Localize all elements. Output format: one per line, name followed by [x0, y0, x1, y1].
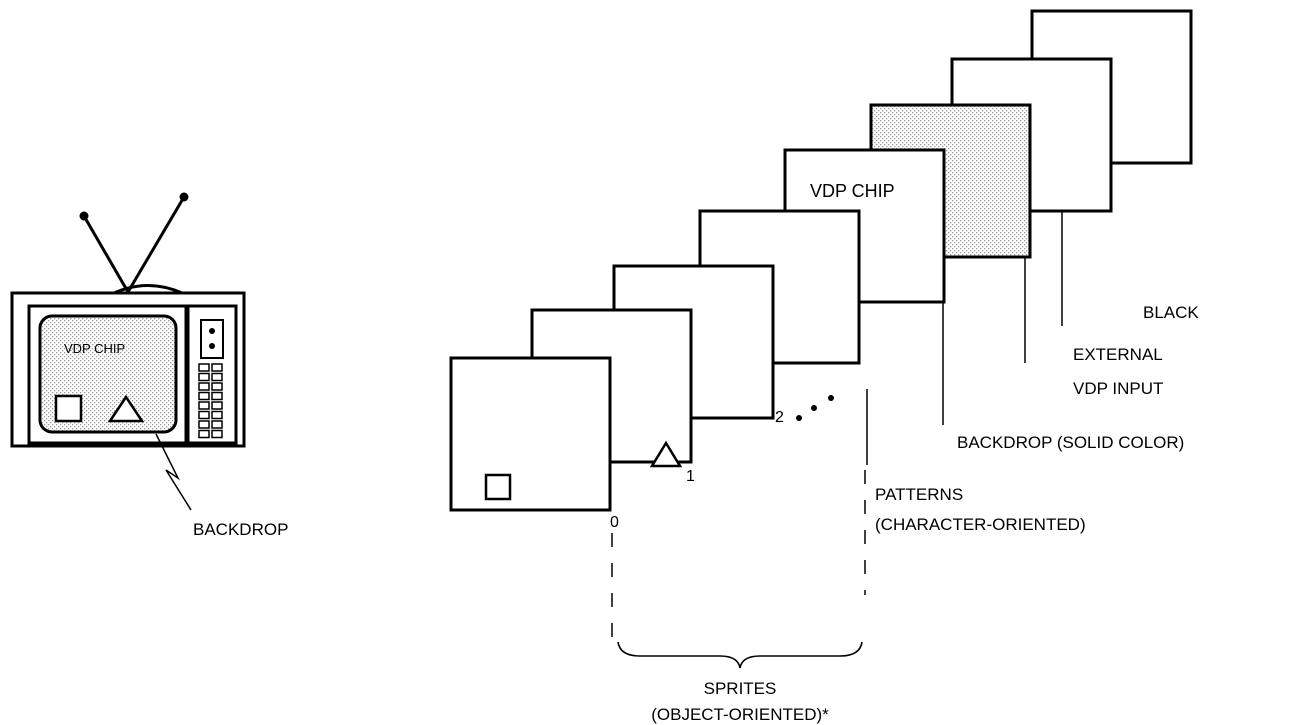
label-sprites-line2: (OBJECT-ORIENTED)*: [651, 705, 829, 724]
triangle-sprite-icon: [107, 394, 145, 423]
ellipsis-dots-icon: [796, 395, 834, 421]
square-sprite-icon: [54, 394, 83, 423]
front-square-sprite-icon: [484, 473, 512, 501]
plane-callout-lines: [611, 211, 1063, 637]
plane-chip-label: VDP CHIP: [810, 181, 895, 201]
tv-control-button-icon: [211, 420, 223, 429]
sprite-number-0: 0: [610, 514, 619, 531]
tv-control-button-icon: [211, 363, 223, 372]
tv-control-button-icon: [198, 372, 210, 382]
tv-control-button-icon: [198, 410, 210, 420]
label-patterns-line2: (CHARACTER-ORIENTED): [875, 515, 1086, 534]
label-patterns-line1: PATTERNS: [875, 485, 963, 504]
tv-control-button-icon: [211, 382, 223, 391]
front-triangle-sprite-icon: [649, 440, 683, 468]
label-black: BLACK: [1143, 303, 1199, 322]
sprite-number-2: 2: [775, 409, 784, 426]
tv-control-button-icon: [198, 382, 210, 391]
tv-control-button-icon: [198, 429, 210, 439]
label-backdrop: BACKDROP (SOLID COLOR): [957, 433, 1184, 452]
tv-control-button-icon: [211, 372, 223, 382]
label-external-line1: EXTERNAL: [1073, 345, 1163, 364]
backdrop-callout-line: [155, 433, 192, 511]
tv-control-panel: [186, 304, 238, 445]
tv-control-button-icon: [211, 401, 223, 410]
tv-control-button-icon: [211, 410, 223, 420]
label-sprites-line1: SPRITES: [704, 679, 777, 698]
sprites-brace: [617, 641, 863, 669]
sprite-number-1: 1: [686, 468, 695, 485]
antenna-icon: [79, 192, 189, 295]
tv-control-button-icon: [211, 429, 223, 439]
display-planes: VDP CHIP 0 1 2 BLACK EXTERNAL VDP INP: [449, 9, 1199, 724]
tv-control-button-icon: [198, 363, 210, 372]
tv-control-button-icon: [198, 401, 210, 410]
tv-backdrop-label: BACKDROP: [193, 520, 288, 539]
plane-sprite-front: [449, 356, 612, 512]
tv-screen-label: VDP CHIP: [64, 341, 125, 356]
tv-control-button-icon: [198, 391, 210, 401]
label-external-line2: VDP INPUT: [1073, 379, 1163, 398]
tv-control-button-icon: [211, 391, 223, 401]
tv-control-button-icon: [198, 420, 210, 429]
television: VDP CHIP BACKDROP: [10, 192, 288, 539]
